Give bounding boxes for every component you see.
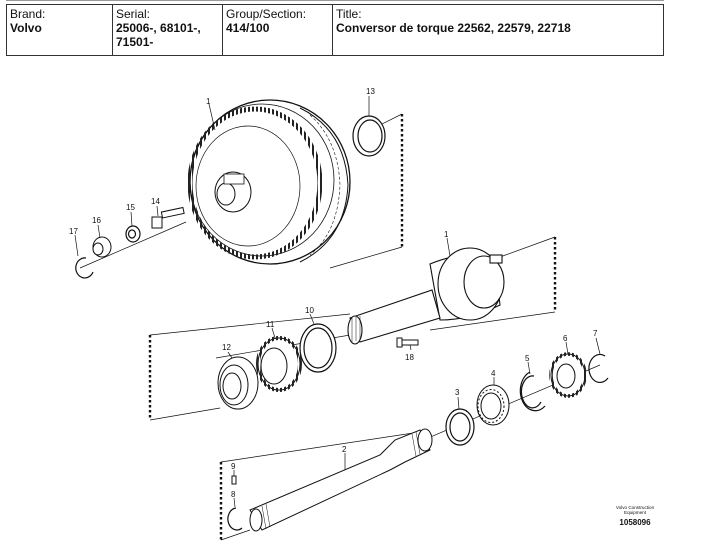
spline-shaft-upper: [351, 316, 361, 342]
footer-brand: Volvo Construction Equipment: [600, 505, 670, 515]
callout-13: 13: [366, 87, 375, 96]
part-2-turbine-shaft: [249, 428, 433, 532]
title-value: Conversor de torque 22562, 22579, 22718: [336, 21, 571, 35]
drawing-code: 1058096: [619, 518, 651, 527]
part-11-gear: [256, 336, 302, 392]
callout-18: 18: [405, 353, 414, 362]
callout-6: 6: [563, 334, 568, 343]
callout-9: 9: [231, 462, 236, 471]
callout-4: 4: [491, 369, 496, 378]
callout-14: 14: [151, 197, 160, 206]
title-cell: Title: Conversor de torque 22562, 22579,…: [333, 5, 663, 55]
serial-cell: Serial: 25006-, 68101-, 71501-: [113, 5, 223, 55]
callout-10: 10: [305, 306, 314, 315]
part-10-ring: [299, 323, 337, 373]
part-14-bolt: [151, 206, 185, 229]
serial-value-line1: 25006-, 68101-,: [116, 21, 201, 35]
callout-leaders: [74, 96, 601, 508]
part-17-circlip: [75, 257, 94, 279]
callout-11: 11: [266, 320, 275, 329]
part-4-ball-bearing: [476, 384, 510, 426]
callout-8: 8: [231, 490, 236, 499]
pump-hub-housing: [347, 247, 505, 345]
callout-5: 5: [525, 354, 530, 363]
brand-value: Volvo: [10, 21, 42, 35]
dashed-assembly-lines: [148, 114, 557, 540]
callout-3: 3: [455, 388, 460, 397]
part-15-washer: [125, 225, 141, 243]
part-18-bolt: [396, 337, 419, 348]
serial-label: Serial:: [116, 7, 151, 21]
footer-brand-line2: Equipment: [624, 510, 646, 515]
group-cell: Group/Section: 414/100: [223, 5, 333, 55]
brand-label: Brand:: [10, 7, 46, 21]
callout-17: 17: [69, 227, 78, 236]
spline-shaft-lower: [261, 431, 421, 530]
part-8-circlip: [227, 507, 243, 531]
part-9-pin: [231, 475, 237, 485]
parts-header-table: Brand: Volvo Serial: 25006-, 68101-, 715…: [6, 4, 664, 56]
title-label: Title:: [336, 7, 362, 21]
part-3-ring: [445, 408, 475, 446]
callout-7: 7: [593, 329, 598, 338]
group-value: 414/100: [226, 21, 270, 35]
callout-1-converter: 1: [206, 97, 211, 106]
part-7-circlip: [588, 353, 609, 384]
callout-1-housing: 1: [444, 230, 449, 239]
torque-converter: [187, 99, 351, 265]
serial-value-line2: 71501-: [116, 35, 154, 49]
callout-2: 2: [342, 445, 347, 454]
part-16-bushing: [92, 236, 112, 258]
group-label: Group/Section:: [226, 7, 307, 21]
callout-12: 12: [222, 343, 231, 352]
callout-16: 16: [92, 216, 101, 225]
part-5-snap-ring: [519, 371, 546, 412]
brand-cell: Brand: Volvo: [7, 5, 113, 55]
footer-brand-line1: Volvo Construction: [615, 505, 655, 510]
part-13-ring: [352, 115, 386, 157]
part-6-gear: [549, 352, 587, 398]
callout-15: 15: [126, 203, 135, 212]
part-12-bearing: [217, 356, 259, 410]
top-rule: [6, 0, 664, 5]
